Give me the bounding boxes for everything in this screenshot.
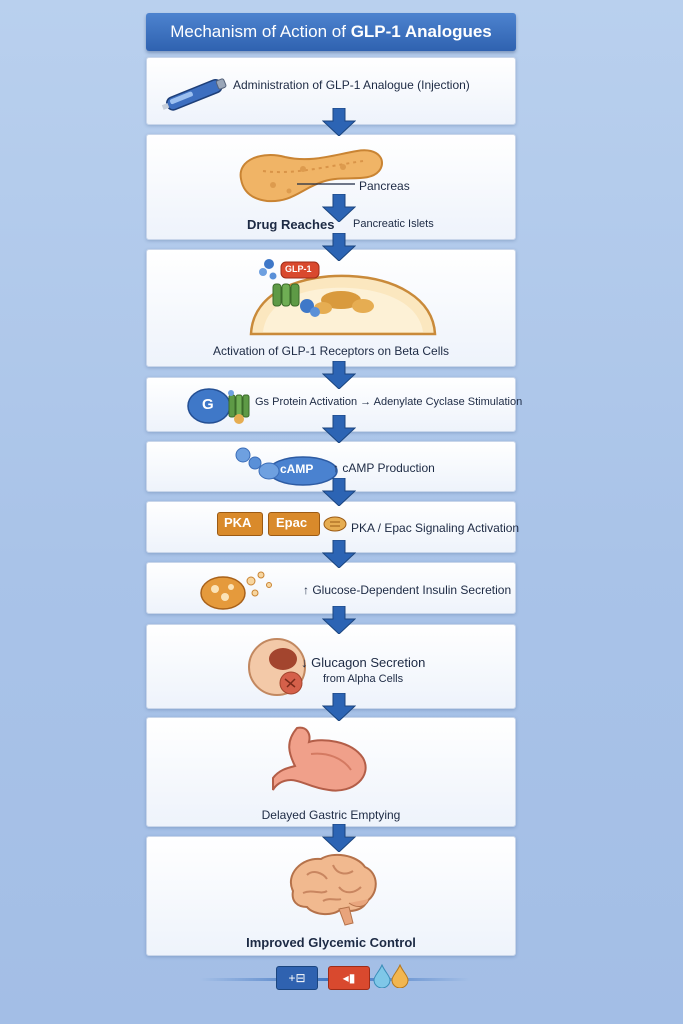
glucagon-label-line1: ↓ Glucagon Secretion: [301, 655, 426, 670]
camp-molecule-icon: [231, 445, 339, 487]
step-insulin-secretion: ↑ Glucose-Dependent Insulin Secretion: [146, 562, 516, 614]
flow-arrow-9: [322, 693, 356, 721]
beta-cell-icon: [245, 254, 441, 336]
signal-node-icon: [323, 516, 347, 532]
insulin-granule-icon: [199, 567, 283, 611]
step-glycemic-control: Improved Glycemic Control: [146, 836, 516, 956]
stomach-icon: [271, 724, 375, 796]
gs-protein-icon: [187, 385, 257, 425]
flow-arrow-3: [322, 233, 356, 261]
step-glucagon: ↓ Glucagon Secretion from Alpha Cells: [146, 624, 516, 709]
epac-badge-shape: [268, 512, 320, 536]
title-highlight: GLP-1 Analogues: [350, 22, 492, 41]
pancreas-icon: [233, 141, 389, 207]
camp-badge: cAMP: [280, 462, 314, 476]
step-pancreas: Pancreas Drug Reaches Pancreatic Islets: [146, 134, 516, 240]
pka-epac-label: PKA / Epac Signaling Activation: [351, 521, 520, 535]
pancreatic-islets-label: Pancreatic Islets: [353, 218, 434, 230]
step-administration: Administration of GLP-1 Analogue (Inject…: [146, 57, 516, 125]
title-prefix: Mechanism of Action of: [170, 22, 351, 41]
camp-production-label: ↑ cAMP Production: [333, 461, 435, 475]
footer-droplet-orange-icon: [391, 964, 409, 988]
drug-reaches-label: Drug Reaches: [247, 217, 335, 232]
footer-droplet-blue-icon: [373, 964, 391, 988]
insulin-secretion-label: ↑ Glucose-Dependent Insulin Secretion: [303, 583, 512, 597]
footer-vial-glyph: ◂▮: [342, 971, 356, 985]
gastric-emptying-label: Delayed Gastric Emptying: [261, 808, 401, 822]
diagram-title: Mechanism of Action of GLP-1 Analogues: [146, 13, 516, 51]
flow-arrow-5: [322, 415, 356, 443]
administration-label: Administration of GLP-1 Analogue (Inject…: [233, 78, 470, 92]
flow-arrow-1: [322, 108, 356, 136]
flow-arrow-10: [322, 824, 356, 852]
flow-arrow-4: [322, 361, 356, 389]
receptor-activation-label: Activation of GLP-1 Receptors on Beta Ce…: [212, 344, 450, 358]
flow-arrow-8: [322, 606, 356, 634]
gs-badge: G: [202, 396, 214, 413]
step-gastric-emptying: Delayed Gastric Emptying: [146, 717, 516, 827]
flow-arrow-2: [322, 194, 356, 222]
footer-pen-icon: +⊟: [276, 966, 318, 990]
alpha-cell-icon: [247, 635, 311, 701]
epac-badge: Epac: [276, 515, 308, 530]
flow-arrow-7: [322, 540, 356, 568]
step-gs-protein: G Gs Protein Activation → Adenylate Cycl…: [146, 377, 522, 432]
flow-arrow-6: [322, 478, 356, 506]
footer-vial-icon: ◂▮: [328, 966, 370, 990]
footer-pen-glyph: +⊟: [288, 971, 306, 985]
injection-pen-icon: [159, 76, 231, 112]
gs-activation-label: Gs Protein Activation → Adenylate Cyclas…: [255, 396, 523, 408]
step-pka-epac: PKA Epac PKA / Epac Signaling Activation: [146, 501, 520, 553]
pka-badge: PKA: [224, 515, 252, 530]
step-receptor-activation: GLP-1 Activation of GLP-1 Receptors on B…: [146, 249, 516, 367]
pancreas-label: Pancreas: [359, 179, 410, 193]
glycemic-control-label: Improved Glycemic Control: [246, 935, 416, 950]
pka-badge-shape: [217, 512, 263, 536]
glucagon-label-line2: from Alpha Cells: [323, 673, 404, 685]
pancreas-pointer-line: [297, 183, 355, 185]
glp1-receptor-tag: GLP-1: [285, 264, 312, 274]
brain-icon: [283, 851, 379, 927]
step-camp: cAMP ↑ cAMP Production: [146, 441, 516, 492]
